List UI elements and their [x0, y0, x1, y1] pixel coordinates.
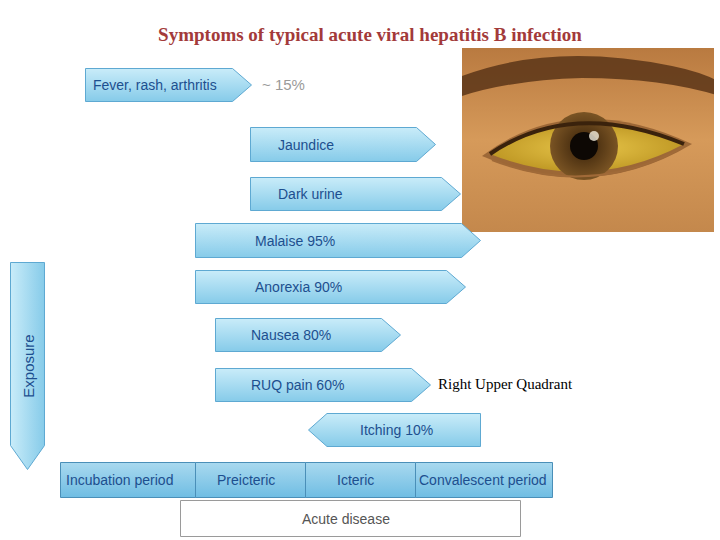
symptom-arrow: RUQ pain 60% — [215, 368, 431, 402]
node-text: Anorexia 90% — [255, 279, 342, 295]
shape-fill — [196, 224, 481, 258]
node-text: Itching 10% — [360, 422, 433, 438]
node-text: Exposure — [19, 334, 36, 397]
percentage-note: ~ 15% — [262, 76, 305, 93]
node-text: Dark urine — [278, 186, 343, 202]
symptom-arrow: Malaise 95% — [195, 223, 481, 258]
shape-fill — [196, 463, 306, 498]
node-text: Incubation period — [66, 472, 173, 488]
symptom-arrow: Itching 10% — [308, 413, 481, 447]
phase-band: Incubation period — [60, 462, 196, 498]
node-text: Icteric — [337, 472, 374, 488]
node-text: Preicteric — [217, 472, 275, 488]
symptom-arrow: Fever, rash, arthritis — [85, 68, 252, 102]
shape-fill — [86, 69, 252, 102]
shape-outline — [250, 127, 436, 162]
shape-fill — [181, 501, 521, 537]
node-text: Malaise 95% — [255, 233, 335, 249]
shape-fill — [306, 463, 416, 498]
shape-fill — [61, 463, 196, 498]
node-text: Nausea 80% — [251, 327, 331, 343]
symptom-arrow: Jaundice — [250, 127, 436, 162]
period-bracket-box: Acute disease — [180, 500, 521, 537]
node-text: Convalescent period — [419, 472, 547, 488]
node-text: Fever, rash, arthritis — [93, 77, 217, 93]
exposure-arrow: Exposure — [10, 262, 45, 470]
diagram-title: Symptoms of typical acute viral hepatiti… — [20, 24, 720, 46]
symptom-arrow: Anorexia 90% — [195, 270, 466, 304]
abbreviation-note: Right Upper Quadrant — [438, 376, 572, 393]
jaundiced-eye-photo — [462, 48, 720, 232]
phase-band: Convalescent period — [415, 462, 553, 498]
symptom-arrow: Dark urine — [250, 177, 461, 211]
phase-band: Icteric — [305, 462, 416, 498]
node-text: RUQ pain 60% — [251, 377, 344, 393]
shape-fill — [216, 369, 431, 402]
node-text: Jaundice — [278, 137, 334, 153]
phase-band: Preicteric — [195, 462, 306, 498]
shape-fill — [251, 128, 436, 162]
shape-fill — [251, 178, 461, 211]
shape-outline — [195, 223, 481, 258]
node-text: Acute disease — [302, 511, 390, 527]
shape-fill — [309, 414, 481, 447]
symptom-arrow: Nausea 80% — [215, 318, 401, 352]
shape-fill — [196, 271, 466, 304]
shape-fill — [216, 319, 401, 352]
shape-fill — [416, 463, 553, 498]
shape-fill — [11, 263, 45, 470]
